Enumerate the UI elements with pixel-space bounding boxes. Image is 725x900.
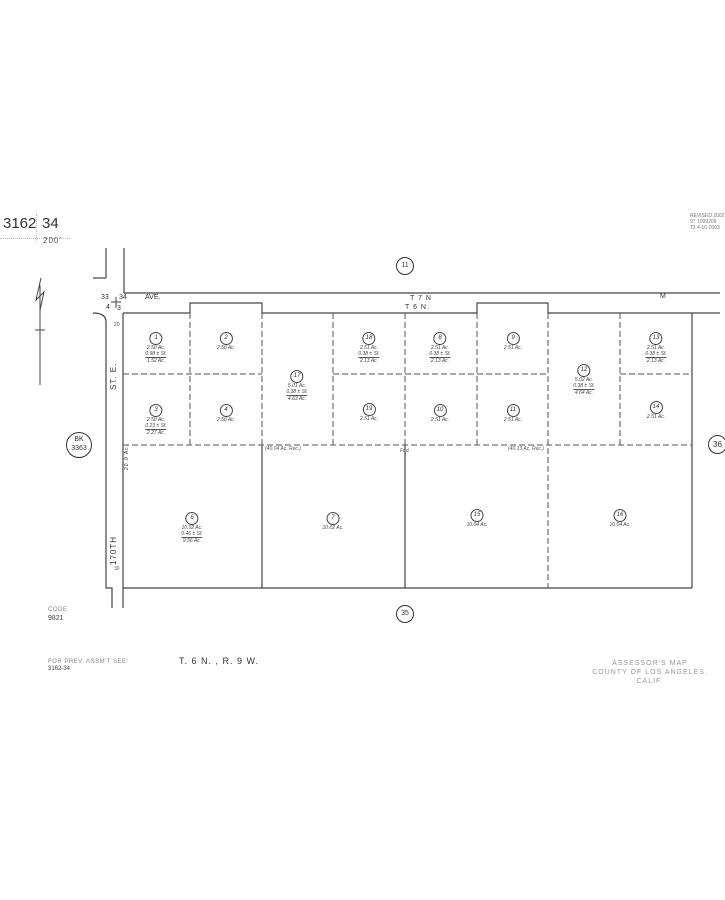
parcel-lot-10[interactable]: 10 2.51 Ac.: [431, 398, 449, 423]
code-label: CODE: [48, 607, 68, 613]
lot-number: 1: [149, 332, 163, 345]
section-corner-4: 4: [106, 304, 110, 311]
section-corner-3: 3: [117, 305, 121, 312]
parcel-lot-6[interactable]: 6 10.02 Ac. 0.46 ± Sf. 9.56 Ac.: [181, 506, 203, 544]
lot-number: 3: [149, 404, 163, 417]
book-number-ref: 3363: [71, 445, 87, 452]
found-monument-note: Fnd.: [400, 448, 411, 454]
lot-number: 8: [433, 332, 447, 345]
adjoining-map-east[interactable]: 36: [708, 435, 725, 454]
header-divider: [36, 214, 37, 242]
parcel-lot-1[interactable]: 1 2.50 Ac. 0.98 ± Sf. 1.52 Ac.: [145, 326, 167, 364]
parcel-lot-4[interactable]: 4 2.50 Ac.: [217, 398, 235, 423]
parcel-lot-9[interactable]: 9 2.51 Ac.: [504, 326, 522, 351]
street-width-mark: 30: [114, 566, 120, 572]
section-corner-33: 33: [101, 294, 109, 301]
map-scale: 200': [43, 236, 62, 245]
assessor-title-line2: COUNTY OF LOS ANGELES, CALIF.: [592, 669, 708, 685]
parcel-lot-3[interactable]: 3 2.50 Ac. 0.23 ± Sf. 2.27 Ac.: [145, 398, 167, 436]
lot-number: 17: [290, 370, 304, 383]
township-lower: T 6 N.: [405, 304, 430, 311]
previous-assessment-label: FOR PREV. ASSM'T SEE:: [48, 659, 129, 665]
parcel-lot-12[interactable]: 12 5.02 Ac. 0.38 ± Sf. 4.64 Ac.: [573, 358, 595, 396]
code-value: 9821: [48, 615, 64, 622]
lot-number: 4: [219, 404, 233, 417]
street-width-mark: 20: [114, 322, 120, 328]
parcel-lot-7[interactable]: 7 10.02 Ac.: [323, 506, 343, 531]
assessor-map-title: ASSESSOR'S MAP COUNTY OF LOS ANGELES, CA…: [588, 659, 712, 686]
lot-number: 14: [649, 401, 663, 414]
left-dimension-note: 20.0 Ac.: [124, 443, 130, 470]
street-name-lower: 170TH: [109, 535, 118, 565]
avenue-letter-label: M: [660, 293, 666, 300]
adjoining-book-west[interactable]: BK 3363: [66, 432, 92, 458]
parcel-lot-16[interactable]: 16 10.04 Ac.: [610, 503, 630, 528]
lot-number: 2: [219, 332, 233, 345]
lot-number: 9: [506, 332, 520, 345]
parcel-lot-14[interactable]: 14 2.51 Ac.: [647, 395, 665, 420]
lot-number: 15: [470, 509, 484, 522]
lot-number: 18: [362, 332, 376, 345]
revision-note: REVISED 2002 97 1099209 73 4-16-2003: [690, 213, 725, 231]
page-number: 34: [42, 215, 59, 232]
parcel-lot-8[interactable]: 8 2.51 Ac. 0.38 ± Sf. 2.13 Ac.: [429, 326, 451, 364]
parcel-lot-13[interactable]: 13 2.51 Ac. 0.38 ± Sf. 2.13 Ac.: [645, 326, 667, 364]
lot-number: 7: [326, 512, 340, 525]
lot-number: 10: [433, 404, 447, 417]
lot-number: 6: [185, 512, 199, 525]
record-note-right: (40.13 Ac. Rec.): [508, 446, 544, 452]
avenue-label: AVE.: [145, 294, 161, 301]
adjoining-map-north[interactable]: 11: [396, 257, 414, 275]
parcel-lot-2[interactable]: 2 2.50 Ac.: [217, 326, 235, 351]
parcel-lot-15[interactable]: 15 10.04 Ac.: [467, 503, 487, 528]
lot-number: 16: [613, 509, 627, 522]
parcel-lot-19[interactable]: 19 2.51 Ac.: [360, 397, 378, 422]
parcel-lot-11[interactable]: 11 2.51 Ac.: [504, 398, 522, 423]
parcel-lot-18[interactable]: 18 2.51 Ac. 0.38 ± Sf. 2.13 Ac.: [358, 326, 380, 364]
assessor-title-line1: ASSESSOR'S MAP: [612, 660, 688, 667]
north-arrow-icon: [35, 277, 45, 385]
section-corner-34: 34: [119, 294, 127, 301]
parcel-lot-17[interactable]: 17 5.01 Ac. 0.38 ± Sf. 4.63 Ac.: [286, 364, 308, 402]
lot-number: 12: [577, 364, 591, 377]
book-label: BK: [74, 436, 84, 443]
lot-number: 13: [649, 332, 663, 345]
lot-number: 11: [506, 404, 520, 417]
township-range-label: T. 6 N. , R. 9 W.: [179, 656, 260, 666]
township-upper: T 7 N: [410, 295, 432, 302]
adjoining-map-south[interactable]: 35: [396, 605, 414, 623]
record-note-left: (40.04 Ac. Rec.): [265, 446, 301, 452]
previous-assessment-value: 3162-34: [48, 666, 71, 672]
street-name-upper: ST. E.: [109, 362, 118, 390]
book-number: 3162: [3, 215, 37, 232]
header-box: [0, 214, 70, 239]
lot-number: 19: [362, 403, 376, 416]
